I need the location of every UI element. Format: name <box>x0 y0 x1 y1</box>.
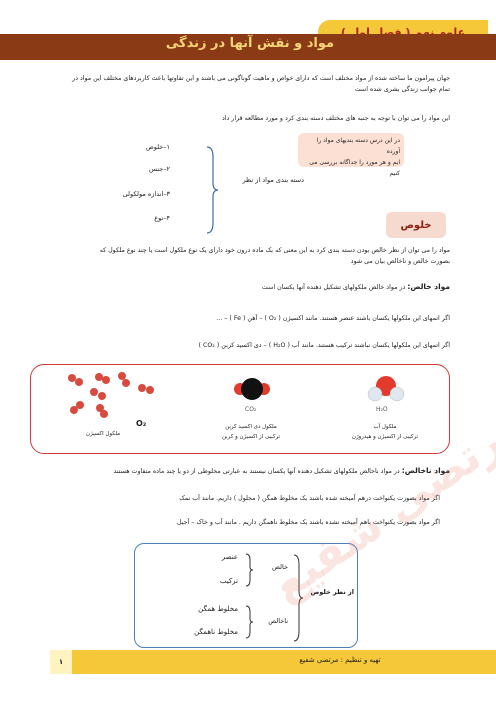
intro-line-3: این مواد را می توان با توجه به جنبه های … <box>222 115 450 122</box>
water-formula: H₂O <box>376 406 388 413</box>
chapter-title: مواد و نقش آنها در زندگی <box>165 36 335 51</box>
note-line-1: در این درس دسته بندیهای مواد را آورده <box>316 137 400 155</box>
pure-title: مواد خالص: <box>407 282 450 291</box>
purity-def-2: بصورت خالص و ناخالص بیان می شود <box>350 258 450 265</box>
co2-caption-1: ملکول دی اکسید کربن <box>225 424 277 430</box>
impure-case-heterogeneous: اگر مواد بصورت یکنواخت باهم آمیخته نشده … <box>176 519 440 526</box>
intro-line-2: تمام جوانب زندگی بشری شده است <box>354 86 450 93</box>
summary-element: عنصر <box>221 553 238 561</box>
molecules-box <box>30 364 450 454</box>
note-box: در این درس دسته بندیهای مواد را آورده ای… <box>298 133 404 177</box>
co2-molecule-icon <box>234 378 270 400</box>
pure-case-compound: اگر اتمهای این ملکولها یکسان نباشند ترکی… <box>198 342 450 349</box>
purity-badge: خلوص <box>386 212 446 238</box>
summary-impure-brace <box>245 605 254 639</box>
impure-heading-line: مواد ناخالص: در مواد ناخالص ملکولهای تشک… <box>30 466 450 475</box>
summary-heterogeneous: مخلوط ناهمگن <box>194 628 238 636</box>
summary-pure: خالص <box>272 563 288 571</box>
summary-box <box>134 543 358 648</box>
note-line-2: ایم و هر مورد را جداگانه بررسی می کنیم <box>309 159 400 177</box>
impure-case-homogeneous: اگر مواد بصورت یکنواخت درهم آمیخته شده ب… <box>179 495 440 502</box>
co2-caption-2: ترکیبی از اکسیژن و کربن <box>221 434 281 440</box>
summary-compound: ترکیب <box>219 577 238 585</box>
footer-bar <box>50 650 496 674</box>
summary-homogeneous: مخلوط همگن <box>198 605 238 613</box>
chapter-bar <box>0 34 496 60</box>
pure-desc: در مواد خالص ملکولهای تشکیل دهنده آنها ی… <box>261 284 406 291</box>
o2-formula: O₂ <box>136 419 147 428</box>
class-item-material: ۲–جنس <box>148 165 170 173</box>
summary-pure-brace <box>245 553 254 587</box>
footer-author: تهیه و تنظیم : مرتضی شفیع <box>299 656 381 664</box>
summary-root-brace <box>293 554 304 642</box>
intro-line-1: جهان پیرامون ما ساخته شده از مواد مختلف … <box>72 75 450 82</box>
impure-title: مواد ناخالص: <box>401 466 450 475</box>
class-item-purity: ۱–خلوص <box>145 143 170 151</box>
co2-formula: CO₂ <box>245 406 257 413</box>
page-number: ۱ <box>50 650 72 674</box>
classification-group-label: دسته بندی مواد از نظر <box>242 176 304 184</box>
oxygen-molecules-icon <box>68 372 154 418</box>
impure-desc: در مواد ناخالص ملکولهای تشکیل دهنده آنها… <box>113 468 400 475</box>
classification-brace <box>206 146 219 234</box>
water-molecule-icon <box>367 376 405 402</box>
summary-root: از نظر خلوص <box>310 588 354 596</box>
pure-heading-line: مواد خالص: در مواد خالص ملکولهای تشکیل د… <box>30 282 450 291</box>
purity-def-1: مواد را می توان از نظر خالص بودن دسته بن… <box>99 247 450 254</box>
water-caption-1: ملکول آب <box>373 424 397 430</box>
pure-case-element: اگر اتمهای این ملکولها یکسان باشند عنصر … <box>216 315 450 322</box>
water-caption-2: ترکیبی از اکسیژن و هیدروژن <box>351 434 419 440</box>
o2-caption: ملکول اکسیژن <box>85 431 121 437</box>
summary-impure: ناخالص <box>268 617 288 625</box>
class-item-size: ۳–اندازه مولکولی <box>122 190 170 198</box>
class-item-type: ۴–نوع <box>154 214 170 222</box>
